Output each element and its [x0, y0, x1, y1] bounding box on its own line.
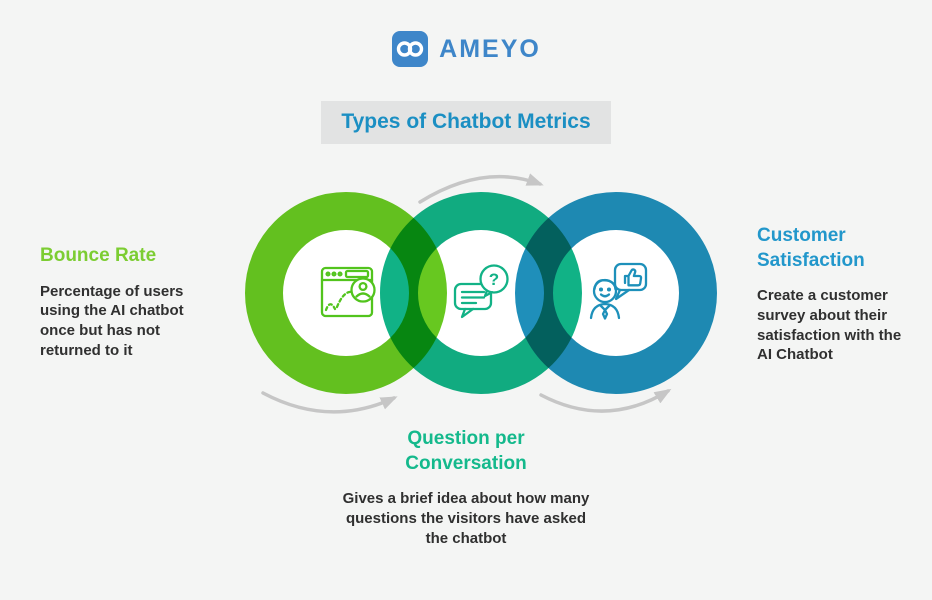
browser-bounce-icon: [320, 266, 376, 318]
chat-question-icon: ?: [453, 264, 509, 319]
title-row: Types of Chatbot Metrics: [0, 101, 932, 144]
brand-logo: AMEYO: [0, 30, 932, 68]
metric-block-bounce-rate: Bounce Rate Percentage of users using th…: [40, 244, 205, 360]
brand-name: AMEYO: [439, 34, 541, 63]
customer-thumbs-up-icon: [589, 262, 648, 320]
page-title: Types of Chatbot Metrics: [321, 101, 611, 144]
metric-heading-customer-satisfaction: Customer Satisfaction: [757, 225, 865, 271]
metric-description-customer-satisfaction: Create a customer survey about their sat…: [757, 287, 902, 364]
cycle-arrow-bottom-right: [539, 388, 672, 413]
metric-block-customer-satisfaction: Customer Satisfaction Create a customer …: [757, 224, 907, 365]
metric-heading-bounce-rate: Bounce Rate: [40, 245, 157, 266]
metric-description-question-per-conversation: Gives a brief idea about how many questi…: [342, 490, 590, 547]
svg-text:?: ?: [489, 270, 499, 289]
metric-block-question-per-conversation: Question per Conversation Gives a brief …: [343, 427, 590, 548]
infinity-icon: [391, 30, 429, 68]
cycle-arrow-bottom-left: [261, 391, 398, 414]
metric-heading-question-per-conversation: Question per Conversation: [405, 428, 527, 474]
metric-description-bounce-rate: Percentage of users using the AI chatbot…: [40, 282, 184, 359]
